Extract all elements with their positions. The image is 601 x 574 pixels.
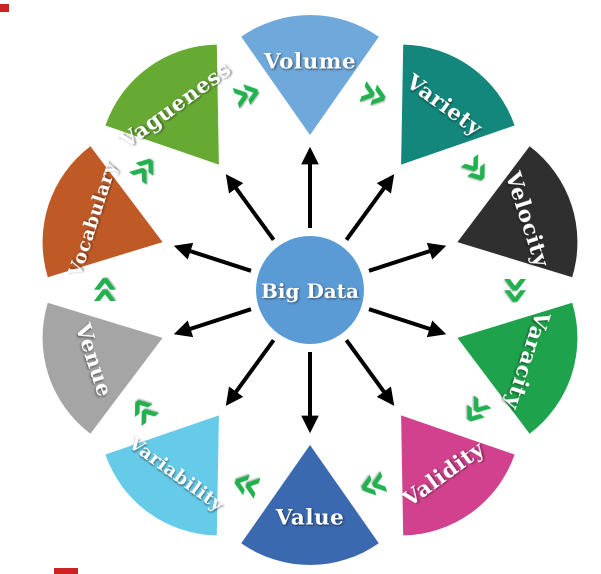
chevron-right-icon: » xyxy=(75,274,131,305)
wedge-varacity xyxy=(457,302,578,434)
wedge-volume xyxy=(241,15,379,135)
red-artifact-top-left xyxy=(0,4,9,12)
center-group: Big Data xyxy=(256,236,364,344)
chevron-right-icon: » xyxy=(351,62,398,125)
radial-arrow-icon xyxy=(368,242,447,273)
wedge-label-value: Value xyxy=(275,506,345,531)
center-label: Big Data xyxy=(261,279,359,303)
wedge-value xyxy=(241,445,379,565)
radial-arrow-icon xyxy=(368,307,447,338)
chevron-right-icon: » xyxy=(351,455,398,518)
arrows-group xyxy=(173,146,447,434)
wedge-vagueness xyxy=(105,44,219,165)
chevron-right-icon: » xyxy=(223,455,270,518)
radial-arrow-icon xyxy=(173,307,252,338)
radial-arrow-icon xyxy=(173,242,252,273)
wedge-label-volume: Volume xyxy=(263,50,356,75)
radial-arrow-icon xyxy=(344,174,395,241)
chevron-right-icon: » xyxy=(489,274,545,305)
radial-arrow-icon xyxy=(225,174,276,241)
wedges-group: VolumeVarietyVelocityVaracityValidityVal… xyxy=(42,15,578,565)
wedge-vocabulary xyxy=(42,146,163,278)
chevrons-group: »»»»»»»»»» xyxy=(75,62,545,519)
wedge-variability xyxy=(105,415,219,536)
wedge-venue xyxy=(42,302,163,434)
chevron-right-icon: » xyxy=(223,62,270,125)
radial-arrow-icon xyxy=(225,339,276,406)
wedge-variety xyxy=(401,44,515,165)
wedge-velocity xyxy=(457,146,578,278)
center-circle xyxy=(256,236,364,344)
red-artifact-bottom-left xyxy=(54,568,78,574)
wedge-validity xyxy=(401,415,515,536)
radial-arrow-icon xyxy=(344,339,395,406)
